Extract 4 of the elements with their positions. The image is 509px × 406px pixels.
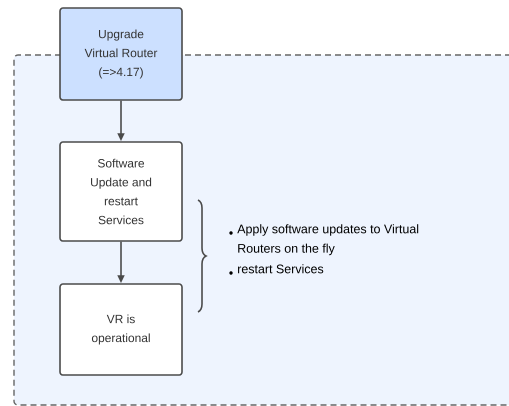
process-box: VR is operational: [59, 283, 183, 376]
bullet-text: restart Services: [238, 264, 324, 274]
process-box: Upgrade Virtual Router (=>4.17): [59, 7, 183, 101]
process-box: Software Update and restart Services: [59, 141, 183, 242]
